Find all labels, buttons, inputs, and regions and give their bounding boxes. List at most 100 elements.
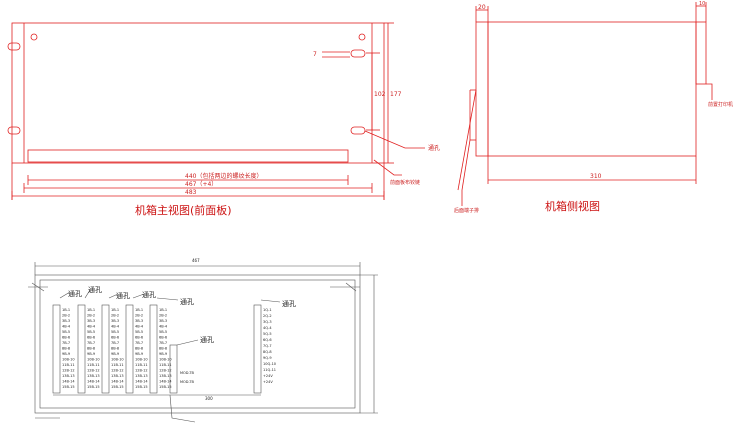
- terminal-label: 4B-4: [62, 325, 71, 329]
- mount-hole: [30, 33, 38, 41]
- terminal-label: 4B-4: [135, 325, 144, 329]
- terminal-label: 4Q-4: [263, 326, 272, 330]
- terminal-strip: [125, 304, 134, 394]
- terminal-label: 13B-13: [62, 374, 75, 378]
- terminal-label: 8B-8: [159, 347, 167, 351]
- dim-10: 10: [699, 1, 705, 7]
- terminal-label: 3B-3: [135, 319, 143, 323]
- terminal-label: 8B-8: [87, 347, 95, 351]
- terminal-label: 2B-2: [135, 314, 143, 318]
- terminal-label: 7B-7: [135, 341, 143, 345]
- terminal-label: 15B-15: [135, 385, 148, 389]
- terminal-label: 7B-7: [87, 341, 95, 345]
- terminal-label: 5B-5: [135, 330, 143, 334]
- dim-300: 300: [205, 396, 213, 401]
- front-panel-outline: [11, 22, 385, 164]
- terminal-label: 7B-7: [62, 341, 70, 345]
- side-view-text: 机箱侧视图 20 10 310 前置打印机 后面端子排: [454, 1, 733, 214]
- terminal-strip: [253, 304, 262, 394]
- slot-hole: [7, 42, 21, 51]
- terminal-strip: [52, 304, 61, 394]
- terminal-label: 1B-1: [159, 308, 167, 312]
- terminal-label: 9B-9: [87, 352, 95, 356]
- terminal-label: 5B-5: [159, 330, 167, 334]
- terminal-label: 11Q-11: [263, 368, 276, 372]
- terminal-label: 9Q-9: [263, 356, 272, 360]
- terminal-label: 13B-13: [159, 374, 172, 378]
- terminal-label: 1B-1: [111, 308, 119, 312]
- terminal-label: 4B-4: [159, 325, 168, 329]
- terminal-label: 7B-7: [159, 341, 167, 345]
- terminal-label: 7B-7: [111, 341, 119, 345]
- terminal-label: 2B-2: [62, 314, 70, 318]
- terminal-label: 1B-1: [87, 308, 95, 312]
- terminal-label: 5Q-5: [263, 332, 272, 336]
- label-rear-panel: 前面板布铰链: [390, 179, 420, 186]
- terminal-label: 14B-14: [62, 380, 75, 384]
- terminal-label: 4B-4: [111, 325, 120, 329]
- terminal-label: 6B-6: [111, 336, 119, 340]
- dim-102: 102: [374, 91, 386, 98]
- terminal-label: 3Q-3: [263, 320, 272, 324]
- label-terminal: 后面端子排: [454, 207, 479, 214]
- terminal-strip: [169, 344, 178, 394]
- label-hole-rear: 通孔: [68, 289, 82, 298]
- terminal-label: +24V: [263, 380, 273, 384]
- terminal-label: 15B-15: [87, 385, 100, 389]
- front-base-strip: [27, 149, 349, 163]
- terminal-label: 14B-14: [87, 380, 100, 384]
- terminal-label: 5B-5: [87, 330, 95, 334]
- dim-310: 310: [590, 173, 602, 180]
- label-printer: 前置打印机: [708, 101, 733, 108]
- terminal-label: 1Q-1: [263, 308, 272, 312]
- terminal-strip: [101, 304, 110, 394]
- label-hole-rear: 通孔: [142, 290, 156, 299]
- dim-7: 7: [313, 51, 317, 58]
- terminal-label: 11B-11: [62, 363, 75, 367]
- label-hole-rear: 通孔: [200, 335, 214, 344]
- terminal-label: 12B-12: [87, 369, 100, 373]
- terminal-label: 1B-1: [135, 308, 143, 312]
- terminal-label: 3B-3: [111, 319, 119, 323]
- rear-view-text: 467 通孔 通孔 通孔 通孔 通孔 通孔 通孔 MOD-TB MOD-TB 3…: [68, 258, 296, 401]
- terminal-label: 11B-11: [87, 363, 100, 367]
- terminal-label: 10B-10: [159, 358, 172, 362]
- terminal-label: 2Q-2: [263, 314, 272, 318]
- terminal-label: 6B-6: [62, 336, 70, 340]
- terminal-label: 15B-15: [62, 385, 75, 389]
- terminal-label: 11B-11: [111, 363, 124, 367]
- dim-467: 467（+4）: [185, 181, 217, 188]
- label-hole-rear: 通孔: [88, 285, 102, 294]
- label-hole: 通孔: [428, 144, 440, 152]
- terminal-label: 8B-8: [111, 347, 119, 351]
- dim-177: 177: [390, 91, 402, 98]
- terminal-label: 8Q-8: [263, 350, 272, 354]
- terminal-label: 2B-2: [111, 314, 119, 318]
- side-view: [457, 2, 713, 206]
- terminal-strip: [77, 304, 86, 394]
- dim-20: 20: [478, 4, 486, 11]
- slot-hole: [350, 126, 366, 135]
- terminal-label: 14B-14: [111, 380, 124, 384]
- slot-hole: [350, 49, 366, 58]
- terminal-label: 11B-11: [159, 363, 172, 367]
- terminal-label: 8B-8: [135, 347, 143, 351]
- small-label: MOD-TB: [180, 380, 195, 384]
- terminal-label: 12B-12: [62, 369, 75, 373]
- terminal-labels: 1B-12B-23B-34B-45B-56B-67B-78B-89B-910B-…: [62, 308, 276, 389]
- dim-467-rear: 467: [192, 258, 200, 263]
- side-front-flange: [475, 21, 489, 157]
- terminal-label: 7Q-7: [263, 344, 272, 348]
- terminal-label: 3B-3: [62, 319, 70, 323]
- terminal-label: 5B-5: [111, 330, 119, 334]
- terminal-label: 10B-10: [135, 358, 148, 362]
- label-hole-rear: 通孔: [282, 299, 296, 308]
- terminal-label: 12B-12: [135, 369, 148, 373]
- terminal-label: 13B-13: [111, 374, 124, 378]
- terminal-label: 2B-2: [159, 314, 167, 318]
- terminal-label: 13B-13: [87, 374, 100, 378]
- terminal-label: 10B-10: [87, 358, 100, 362]
- terminal-label: 5B-5: [62, 330, 70, 334]
- terminal-label: 15B-15: [111, 385, 124, 389]
- terminal-label: 10B-10: [62, 358, 75, 362]
